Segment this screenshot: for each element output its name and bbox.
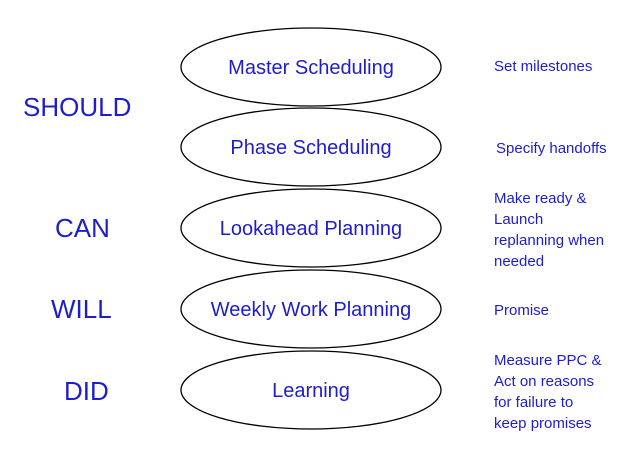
note-set-milestones: Set milestones bbox=[494, 56, 592, 77]
stage-label: Learning bbox=[272, 380, 350, 402]
stage-phase-scheduling: Phase Scheduling bbox=[180, 107, 442, 187]
note-specify-handoffs: Specify handoffs bbox=[496, 138, 607, 159]
note-line: Promise bbox=[494, 302, 550, 319]
level-did: DID bbox=[64, 376, 109, 406]
stage-ellipse bbox=[180, 350, 442, 430]
stage-label: Phase Scheduling bbox=[230, 137, 391, 159]
stage-weekly-work-planning: Weekly Work Planning bbox=[180, 269, 442, 349]
note-line: Set milestones bbox=[494, 58, 593, 75]
note-line: keep promises bbox=[494, 415, 592, 432]
stage-label: Weekly Work Planning bbox=[211, 299, 411, 321]
note-promise: Promise bbox=[494, 300, 549, 321]
stage-ellipse bbox=[180, 27, 442, 107]
note-line: Act on reasons bbox=[494, 373, 595, 390]
note-line: needed bbox=[494, 253, 545, 270]
level-should: SHOULD bbox=[23, 92, 132, 122]
note-line: Launch bbox=[494, 211, 544, 228]
stage-learning: Learning bbox=[180, 350, 442, 430]
note-make-ready: Make ready & Launch replanning when need… bbox=[494, 188, 604, 272]
note-line: Specify handoffs bbox=[496, 140, 607, 157]
note-line: Make ready & bbox=[494, 190, 587, 207]
level-will: WILL bbox=[51, 294, 112, 324]
stage-ellipse bbox=[180, 188, 442, 268]
note-line: for failure to bbox=[494, 394, 574, 411]
stage-label: Master Scheduling bbox=[228, 57, 394, 79]
stage-master-scheduling: Master Scheduling bbox=[180, 27, 442, 107]
note-line: Measure PPC & bbox=[494, 352, 602, 369]
stage-label: Lookahead Planning bbox=[220, 218, 402, 240]
note-measure-ppc: Measure PPC & Act on reasons for failure… bbox=[494, 350, 602, 434]
stage-ellipse bbox=[180, 107, 442, 187]
level-can: CAN bbox=[55, 213, 110, 243]
stage-ellipse bbox=[180, 269, 442, 349]
note-line: replanning when bbox=[494, 232, 605, 249]
stage-lookahead-planning: Lookahead Planning bbox=[180, 188, 442, 268]
